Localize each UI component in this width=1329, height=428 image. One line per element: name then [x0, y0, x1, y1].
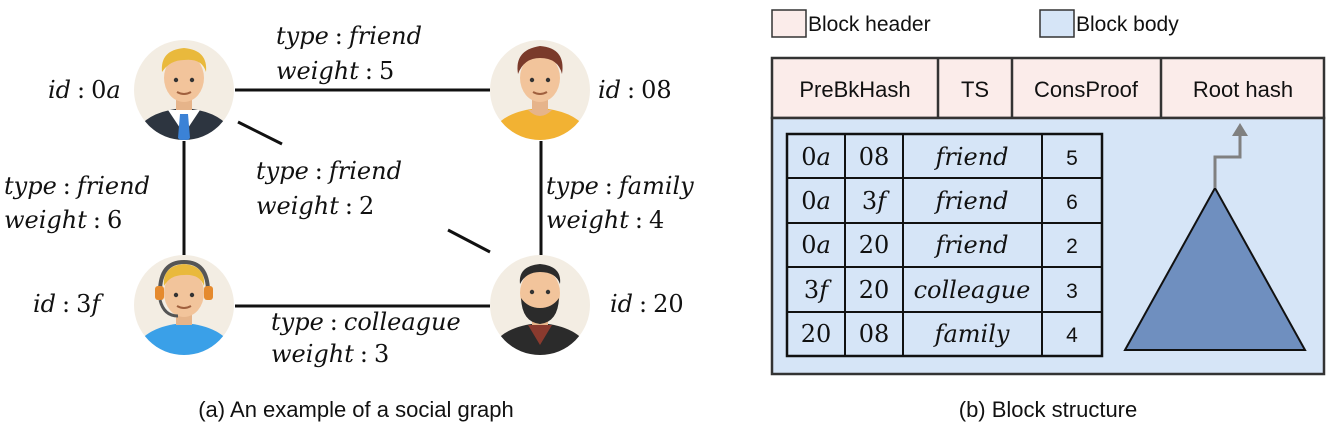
svg-text:friend: friend: [933, 231, 1008, 259]
up-arrow-icon: [1213, 123, 1248, 188]
header-field-consproof: ConsProof: [1034, 77, 1139, 102]
edge-0a-20-line-a: [237, 120, 283, 146]
svg-text:08: 08: [859, 320, 890, 348]
svg-text:6: 6: [1066, 191, 1078, 214]
legend: Block header Block body: [771, 9, 1179, 38]
node-0a: [134, 40, 234, 140]
node-08: [490, 40, 590, 140]
svg-text:friend: friend: [933, 187, 1008, 215]
svg-text:weight:3: weight:3: [271, 340, 389, 368]
svg-text:colleague: colleague: [914, 276, 1031, 304]
legend-header-label: Block header: [808, 13, 931, 36]
svg-text:0a: 0a: [801, 187, 831, 215]
node-20: [490, 255, 590, 355]
svg-text:0a: 0a: [801, 143, 831, 171]
header-field-ts: TS: [961, 77, 989, 102]
social-graph-caption: (a) An example of a social graph: [198, 397, 514, 422]
svg-text:type:friend: type:friend: [4, 172, 150, 200]
edge-3f-20-label: type:colleague weight:3: [271, 308, 461, 368]
header-field-prebkhash: PreBkHash: [799, 77, 910, 102]
svg-text:5: 5: [1066, 147, 1078, 170]
svg-text:2: 2: [1066, 235, 1078, 258]
svg-text:4: 4: [1066, 324, 1078, 347]
table-row: 0a 08 friend 5: [801, 143, 1078, 171]
header-field-root-hash: Root hash: [1193, 77, 1293, 102]
legend-body-label: Block body: [1076, 13, 1179, 36]
svg-text:type:colleague: type:colleague: [271, 308, 461, 336]
svg-text:weight:5: weight:5: [276, 57, 394, 85]
svg-text:type:friend: type:friend: [276, 22, 422, 50]
node-3f-id-label: id:3f: [33, 290, 104, 318]
node-0a-id-label: id:0a: [48, 76, 121, 104]
block-structure: Block header Block body PreBkHash TS Con…: [770, 9, 1326, 422]
svg-text:08: 08: [859, 143, 890, 171]
legend-body-swatch: [1039, 9, 1075, 38]
svg-text:weight:6: weight:6: [4, 206, 122, 234]
table-row: 20 08 family 4: [801, 320, 1078, 348]
social-graph: id:0a id:08 id:3f id:20 type:friend weig…: [4, 22, 694, 422]
transaction-table: 0a 08 friend 5 0a 3f friend 6 0a 20 frie…: [785, 132, 1104, 358]
edge-0a-3f-label: type:friend weight:6: [4, 172, 150, 234]
svg-text:20: 20: [801, 320, 832, 348]
block-structure-caption: (b) Block structure: [959, 397, 1138, 422]
table-row: 0a 20 friend 2: [801, 231, 1078, 259]
svg-text:friend: friend: [933, 143, 1008, 171]
edge-08-20-label: type:family weight:4: [546, 172, 694, 234]
svg-text:family: family: [933, 320, 1010, 348]
svg-text:weight:2: weight:2: [256, 192, 374, 220]
node-08-id-label: id:08: [598, 76, 672, 104]
svg-text:3f: 3f: [862, 187, 890, 215]
table-row: 3f 20 colleague 3: [804, 276, 1078, 304]
edge-0a-08-label: type:friend weight:5: [276, 22, 422, 85]
svg-text:weight:4: weight:4: [546, 206, 664, 234]
svg-text:0a: 0a: [801, 231, 831, 259]
merkle-tree-triangle-icon: [1123, 185, 1307, 351]
node-20-id-label: id:20: [610, 290, 684, 318]
table-row: 0a 3f friend 6: [801, 187, 1078, 215]
block-header: PreBkHash TS ConsProof Root hash: [770, 56, 1326, 120]
svg-text:20: 20: [859, 276, 890, 304]
svg-text:3f: 3f: [804, 276, 832, 304]
legend-header-swatch: [771, 9, 807, 38]
svg-text:3: 3: [1066, 280, 1078, 303]
block-body: 0a 08 friend 5 0a 3f friend 6 0a 20 frie…: [770, 116, 1326, 376]
edge-0a-20-label: type:friend weight:2: [256, 157, 402, 220]
svg-text:type:family: type:family: [546, 172, 694, 200]
edge-0a-20-line-b: [447, 228, 491, 254]
node-3f: [134, 255, 234, 355]
svg-text:type:friend: type:friend: [256, 157, 402, 185]
svg-text:20: 20: [859, 231, 890, 259]
